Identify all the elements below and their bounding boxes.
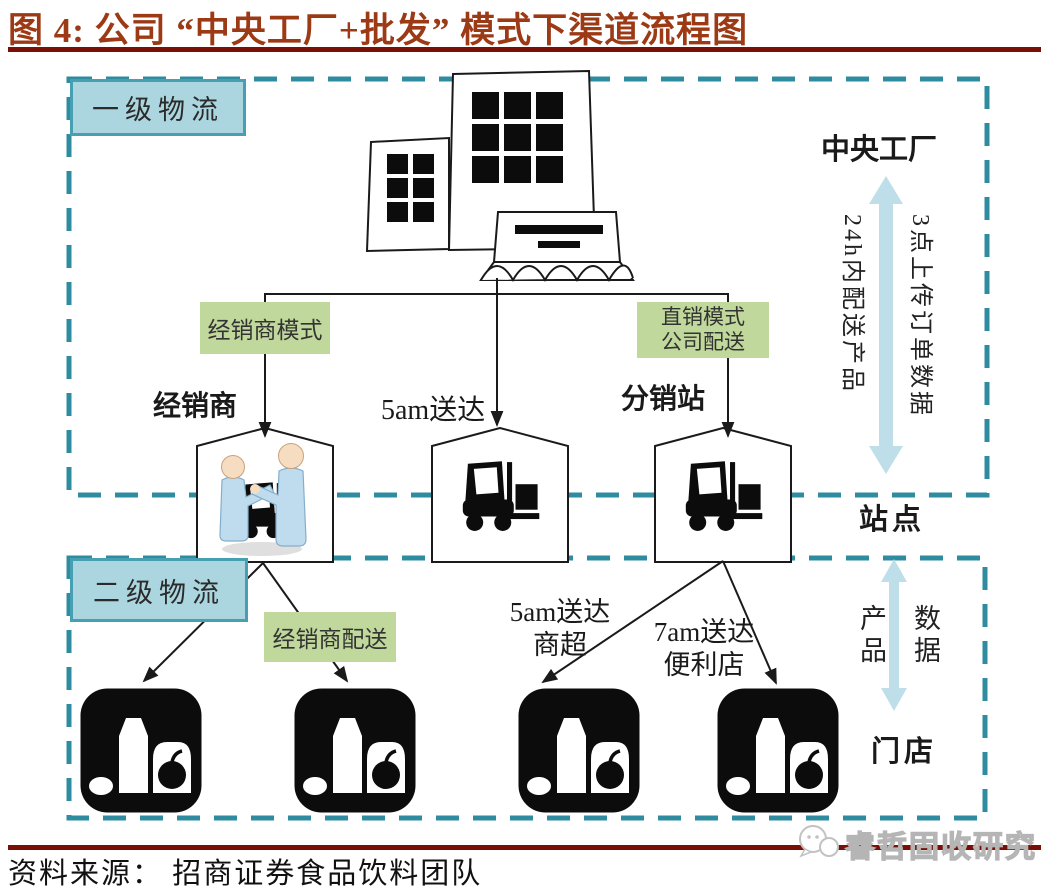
- cvs-7am-line1: 7am送达: [653, 617, 755, 647]
- supermarket-5am-line2: 商超: [533, 630, 587, 660]
- source-line: 资料来源： 招商证券食品饮料团队: [8, 858, 483, 890]
- watermark-text: 睿哲固收研究: [844, 830, 1037, 864]
- level2-label: 二级物流: [93, 577, 225, 608]
- up-down-arrow-icon: [869, 176, 903, 474]
- station-label: 站点: [859, 504, 926, 536]
- store-label: 门店: [871, 736, 938, 768]
- dealer-house: [196, 427, 334, 563]
- up-down-arrow-icon: [881, 559, 907, 711]
- level1-tag: 一级物流: [70, 79, 246, 136]
- watermark: 睿哲固收研究: [795, 822, 1037, 866]
- footer-rule: [8, 845, 1041, 850]
- direct-mode-tag: 直销模式 公司配送: [637, 302, 769, 358]
- wechat-icon: [799, 825, 839, 858]
- central-factory-label: 中央工厂: [821, 134, 938, 166]
- deliver-24h-label: 24h内配送产品: [839, 214, 865, 394]
- direct-mode-line1: 直销模式: [661, 305, 745, 329]
- dealer-delivery-tag: 经销商配送: [264, 612, 396, 662]
- supermarket-5am-label: 5am送达 商超: [498, 596, 622, 662]
- figure-title: 图 4: 公司 “中央工厂+批发” 模式下渠道流程图: [8, 11, 749, 50]
- dealer-mode-label: 经销商模式: [207, 318, 323, 343]
- dealer-label: 经销商: [153, 391, 238, 422]
- dealer-mode-tag: 经销商模式: [200, 302, 330, 354]
- cvs-7am-label: 7am送达 便利店: [642, 616, 766, 682]
- distribution-station-label: 分销站: [621, 384, 706, 415]
- product-label: 产品: [856, 604, 886, 668]
- direct-mode-line2: 公司配送: [661, 330, 745, 354]
- cvs-7am-line2: 便利店: [663, 650, 745, 680]
- delivery-5am-label: 5am送达: [381, 395, 486, 426]
- level2-tag: 二级物流: [70, 558, 248, 622]
- supermarket-5am-line1: 5am送达: [509, 597, 611, 627]
- factory-icon: [365, 70, 635, 283]
- handshake-icon: [219, 443, 307, 556]
- title-underline: [8, 47, 1041, 52]
- data-label: 数据: [910, 604, 940, 668]
- dealer-delivery-label: 经销商配送: [272, 627, 388, 652]
- level1-label: 一级物流: [92, 95, 224, 125]
- upload-3pm-label: 3点上传订单数据: [907, 214, 933, 418]
